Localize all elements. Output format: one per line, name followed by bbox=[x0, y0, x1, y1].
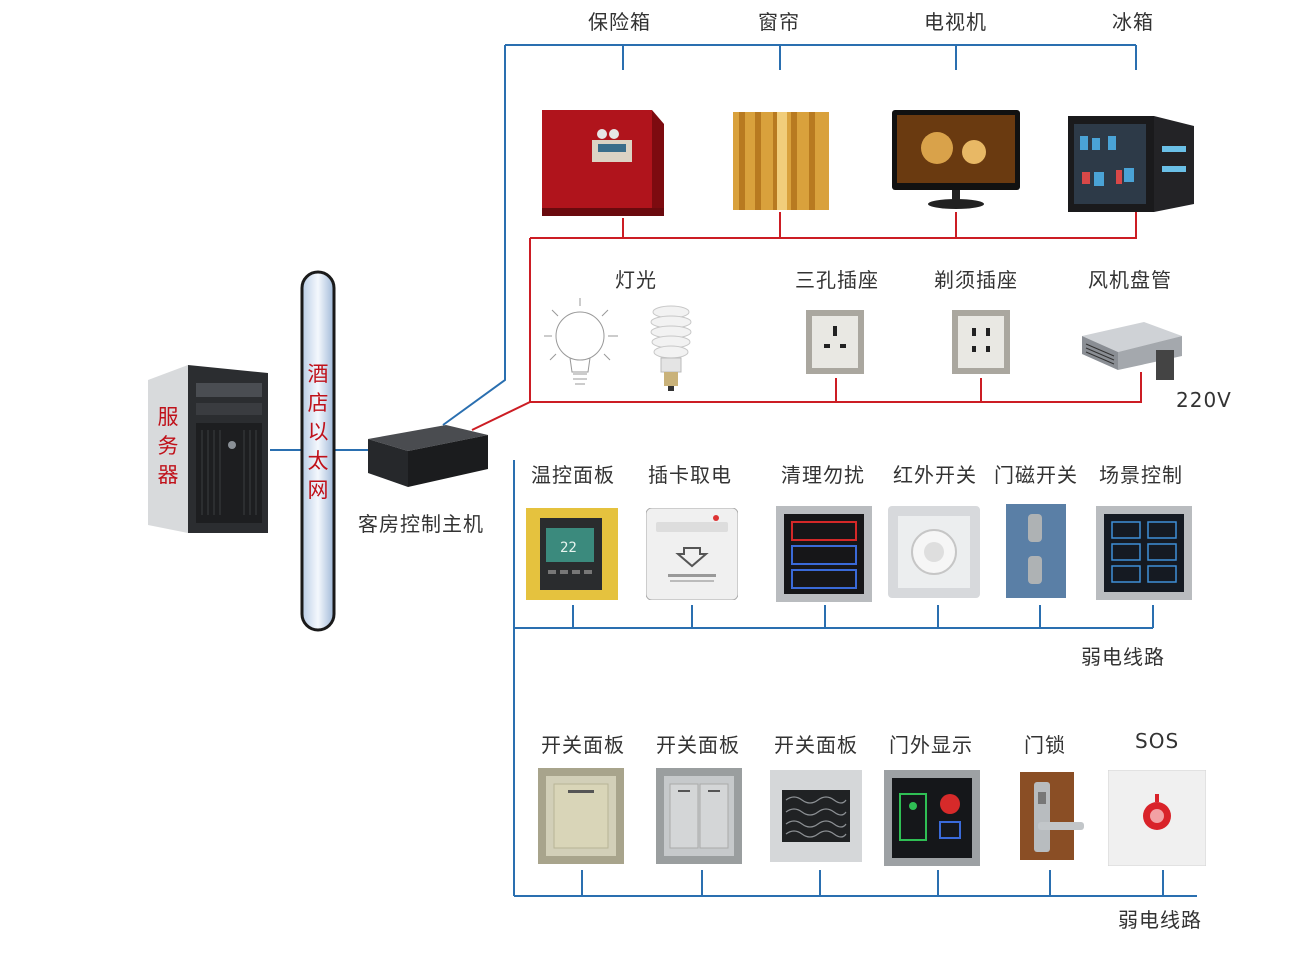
door-sensor-icon bbox=[1006, 504, 1066, 598]
tv-image bbox=[892, 110, 1020, 210]
weak1-label-dnd: 清理勿扰 bbox=[781, 463, 865, 487]
weak1-label-card-power: 插卡取电 bbox=[648, 463, 732, 487]
ethernet-pipe: 酒店以太网 bbox=[300, 270, 336, 632]
svg-text:22: 22 bbox=[560, 540, 577, 556]
power-label-three-hole-socket: 三孔插座 bbox=[795, 268, 879, 292]
server-tower: 服务器 bbox=[148, 365, 270, 533]
appliance-label-safe: 保险箱 bbox=[588, 10, 651, 34]
server-label: 服务器 bbox=[157, 405, 179, 487]
sos-button-icon bbox=[1107, 769, 1207, 867]
switch-panel-2-icon bbox=[656, 768, 742, 864]
appliance-label-tv: 电视机 bbox=[924, 10, 987, 34]
thermostat-panel-icon: 22 bbox=[526, 508, 618, 600]
weak2-label-switch-3: 开关面板 bbox=[774, 733, 858, 757]
power-bus-top bbox=[530, 212, 1137, 239]
power-label-fan-coil: 风机盘管 bbox=[1088, 268, 1172, 292]
weak1-label-thermostat: 温控面板 bbox=[531, 463, 615, 487]
door-display-icon bbox=[884, 770, 980, 866]
weak1-label-scene: 场景控制 bbox=[1099, 463, 1183, 487]
power-label-light: 灯光 bbox=[615, 268, 657, 292]
appliance-label-fridge: 冰箱 bbox=[1112, 10, 1154, 34]
weak-line-label-2: 弱电线路 bbox=[1118, 908, 1202, 932]
three-hole-socket-icon bbox=[806, 310, 864, 374]
weak-line-label-1: 弱电线路 bbox=[1081, 645, 1165, 669]
switch-panel-3-icon bbox=[770, 770, 862, 862]
fan-coil-icon bbox=[1082, 322, 1182, 384]
weak2-label-door-lock: 门锁 bbox=[1024, 733, 1066, 757]
weak2-label-switch-1: 开关面板 bbox=[541, 733, 625, 757]
bulb-icon bbox=[540, 294, 622, 398]
weak-bus-1 bbox=[513, 460, 1153, 896]
weak2-label-sos: SOS bbox=[1135, 729, 1180, 753]
shaver-socket-icon bbox=[952, 310, 1010, 374]
room-control-host bbox=[368, 425, 488, 487]
infrared-switch-icon bbox=[888, 506, 980, 598]
host-to-appliance-line bbox=[442, 45, 506, 426]
weak1-label-ir-switch: 红外开关 bbox=[893, 463, 977, 487]
voltage-label: 220V bbox=[1176, 388, 1232, 412]
switch-panel-1-icon bbox=[538, 768, 624, 864]
scene-control-icon bbox=[1096, 506, 1192, 600]
door-lock-icon bbox=[1020, 772, 1086, 860]
ethernet-label: 酒店以太网 bbox=[307, 362, 329, 502]
weak2-label-switch-2: 开关面板 bbox=[656, 733, 740, 757]
power-label-shaver-socket: 剃须插座 bbox=[934, 268, 1018, 292]
card-power-icon bbox=[645, 507, 739, 601]
host-label: 客房控制主机 bbox=[358, 512, 484, 536]
curtain-image bbox=[733, 112, 829, 210]
fridge-image bbox=[1068, 116, 1194, 212]
safe-image bbox=[542, 110, 664, 216]
appliance-label-curtain: 窗帘 bbox=[758, 10, 800, 34]
weak2-label-door-display: 门外显示 bbox=[889, 733, 973, 757]
dnd-panel-icon bbox=[776, 506, 872, 602]
weak1-label-door-sensor: 门磁开关 bbox=[994, 463, 1078, 487]
cfl-bulb-icon bbox=[648, 304, 694, 392]
